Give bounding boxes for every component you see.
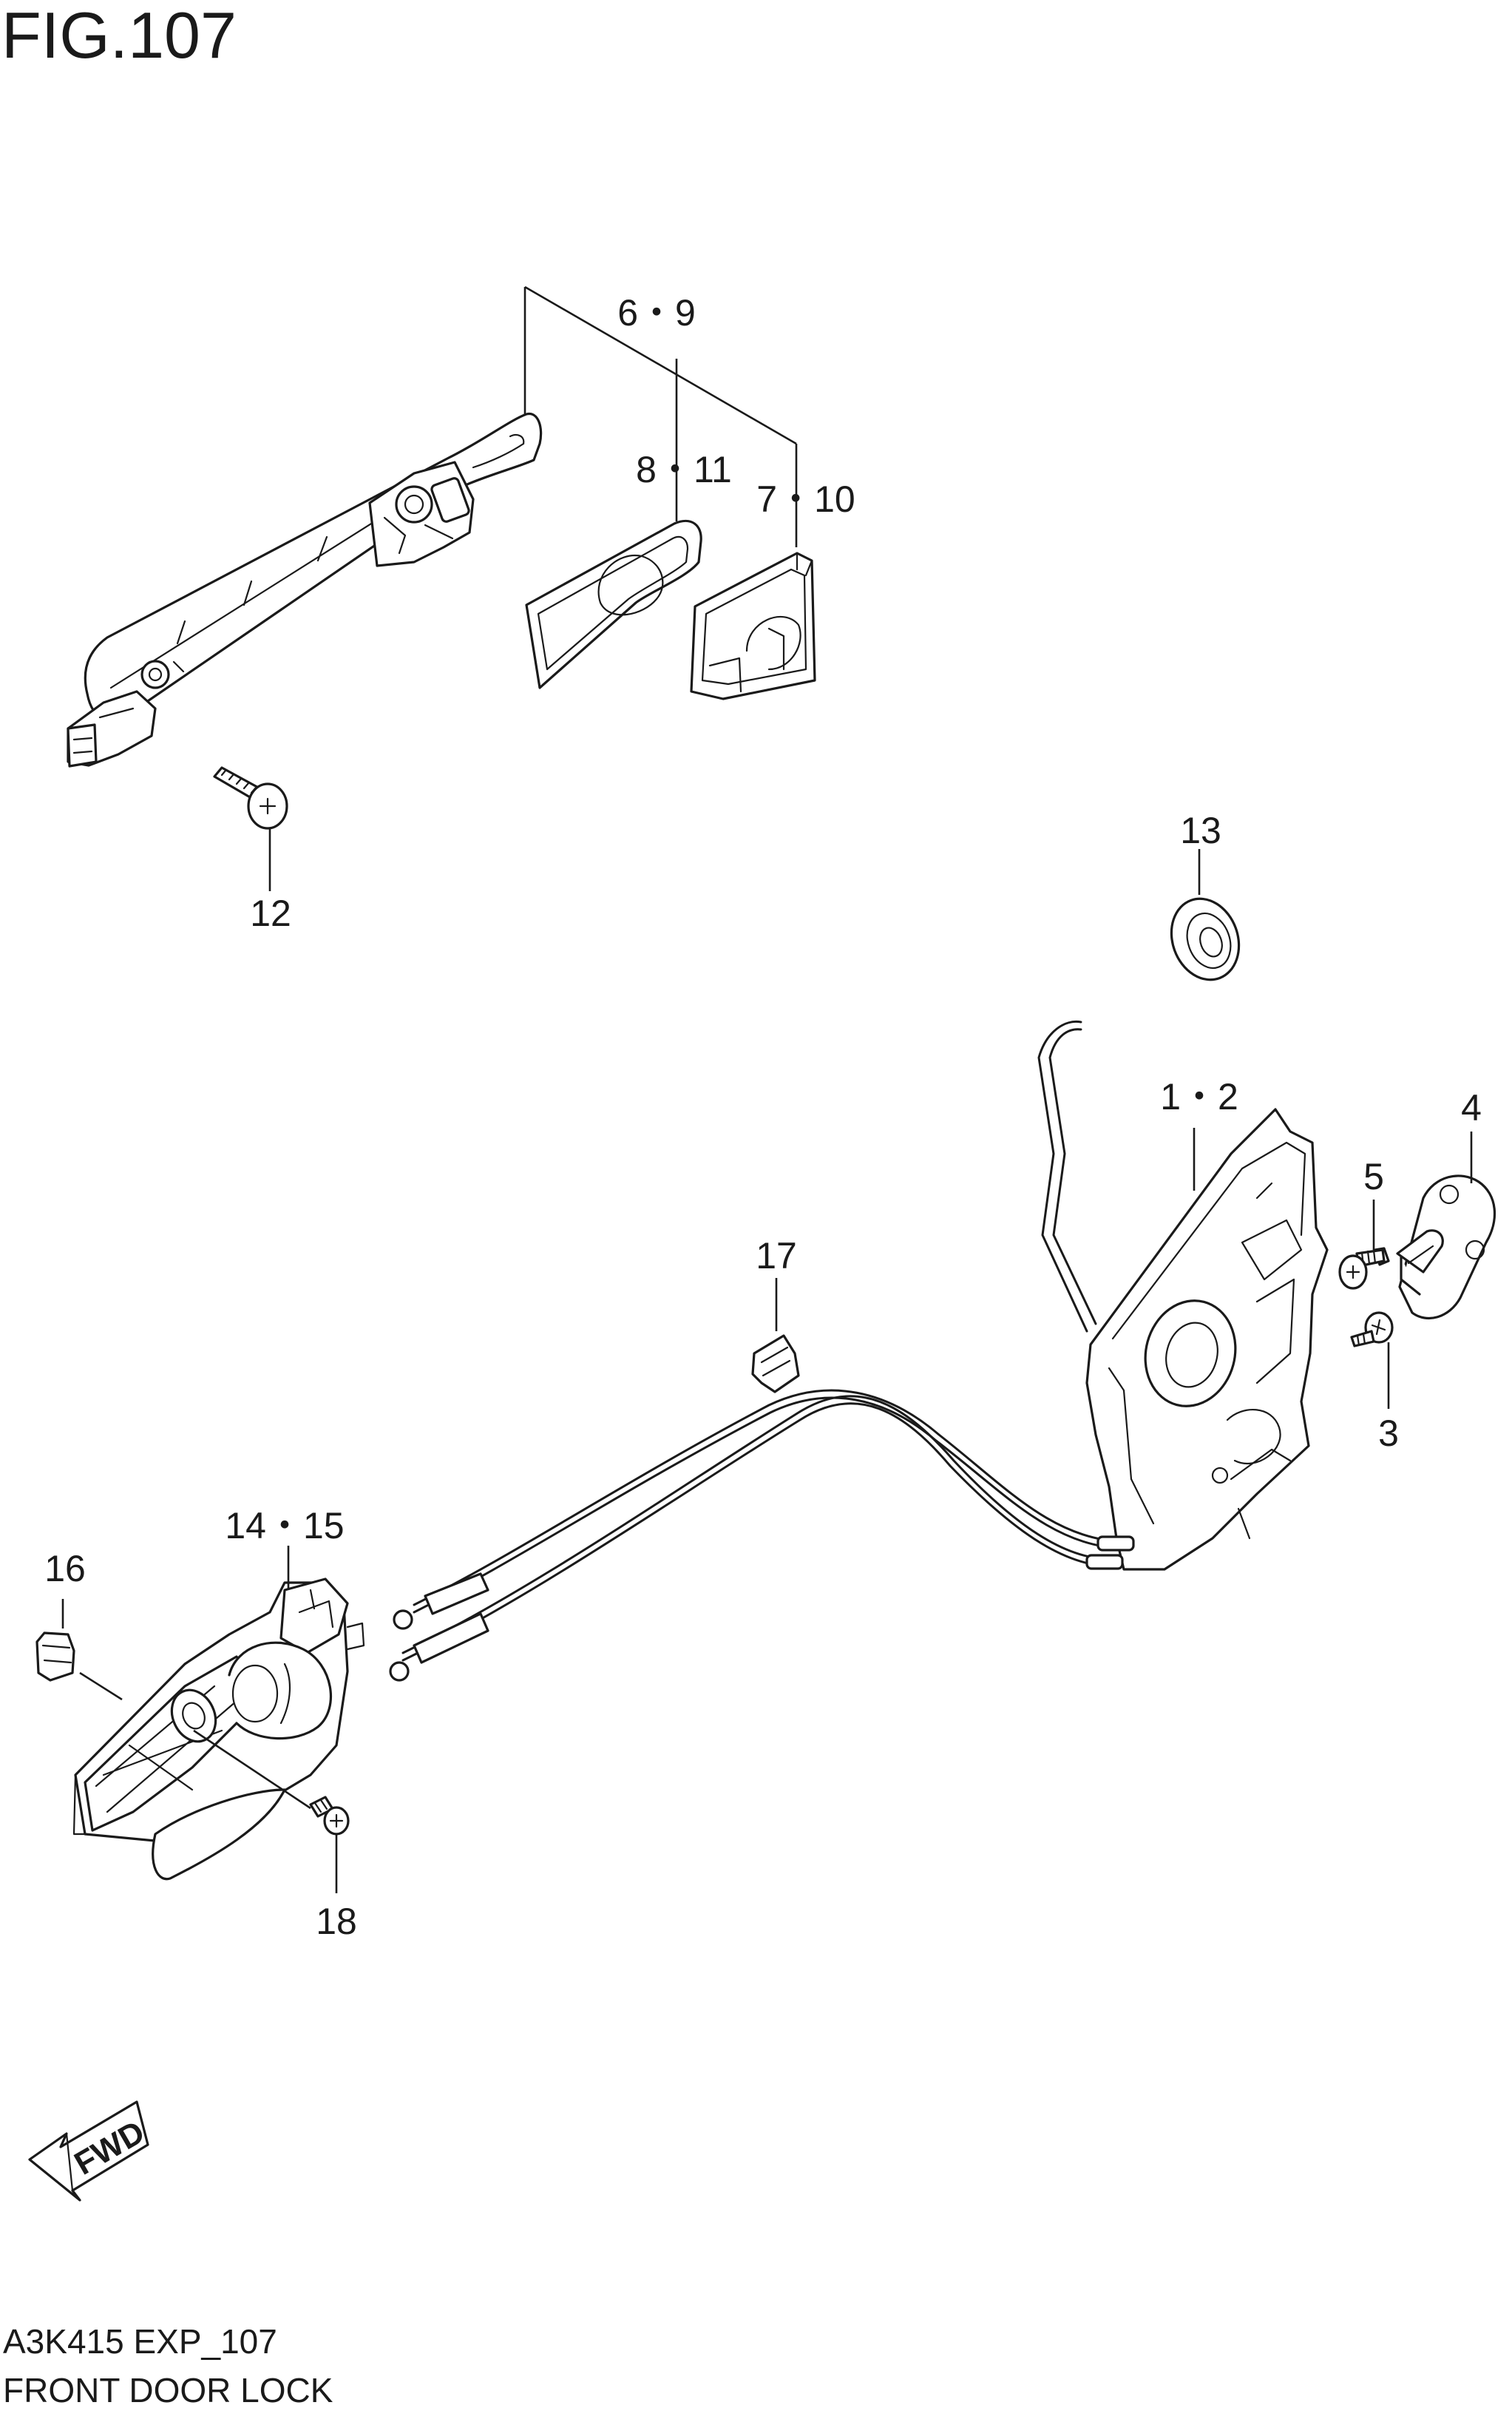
figure-title: FIG.107: [1, 0, 237, 72]
callout-5: 5: [1363, 1156, 1384, 1197]
inner-door-handle: [72, 1546, 365, 1881]
callout-16: 16: [44, 1548, 86, 1589]
callout-6-9: 6・9: [617, 292, 696, 334]
callout-leaders-top: [523, 285, 798, 547]
grommet-13: [1170, 849, 1241, 981]
cable-clip-17: [751, 1278, 800, 1393]
callout-14-15: 14・15: [225, 1505, 344, 1546]
door-lock-actuator: [1037, 1020, 1329, 1571]
handle-bezel: [690, 552, 816, 700]
callout-13: 13: [1180, 810, 1221, 851]
door-striker-4: [1396, 1132, 1496, 1319]
callout-18: 18: [316, 1901, 357, 1942]
callout-labels: 6・9 8・11 7・10 12 13 1・2 4 5 3 17 14・15 1…: [44, 292, 1482, 1942]
callout-12: 12: [250, 893, 291, 934]
bolt-12: [213, 766, 288, 891]
callout-4: 4: [1461, 1087, 1482, 1129]
handle-pad: [525, 519, 702, 689]
outer-door-handle: [67, 413, 543, 768]
forward-direction-arrow: FWD: [28, 2100, 151, 2202]
screw-5: [1338, 1200, 1390, 1290]
clip-16: [35, 1599, 123, 1701]
callout-3: 3: [1378, 1413, 1399, 1454]
callout-1-2: 1・2: [1160, 1076, 1238, 1117]
door-lock-cables: [389, 1389, 1135, 1682]
callout-8-11: 8・11: [636, 449, 732, 490]
screw-18: [193, 1729, 350, 1893]
callout-7-10: 7・10: [756, 478, 855, 520]
figure-name: FRONT DOOR LOCK: [3, 2371, 333, 2409]
figure-code: A3K415 EXP_107: [3, 2322, 277, 2361]
callout-17: 17: [756, 1235, 797, 1276]
screw-3: [1350, 1311, 1394, 1409]
